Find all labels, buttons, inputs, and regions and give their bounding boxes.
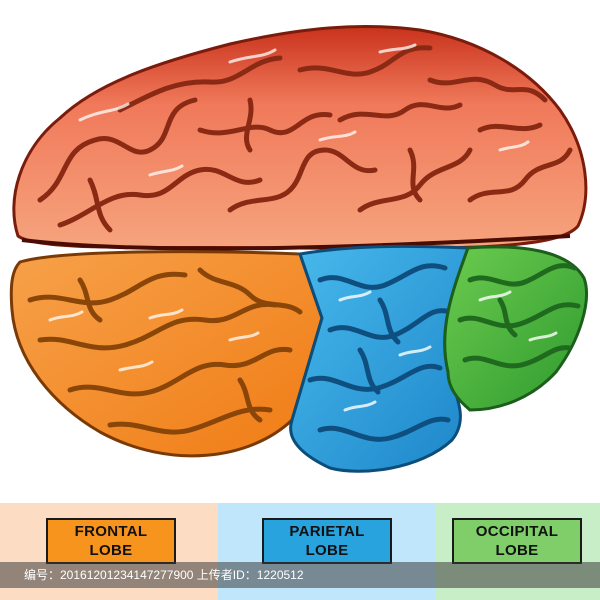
parietal-lobe-region (289, 244, 471, 473)
occipital-lobe-region (443, 245, 588, 412)
legend-parietal-lobe: PARIETAL LOBE (262, 518, 392, 564)
frontal-lobe-region (9, 250, 324, 458)
watermark-bar: 编号：20161201234147277900 上传者ID：1220512 (0, 562, 600, 588)
legend-frontal-lobe: FRONTAL LOBE (46, 518, 176, 564)
upper-hemisphere (12, 24, 588, 251)
legend-occipital-lobe: OCCIPITAL LOBE (452, 518, 582, 564)
